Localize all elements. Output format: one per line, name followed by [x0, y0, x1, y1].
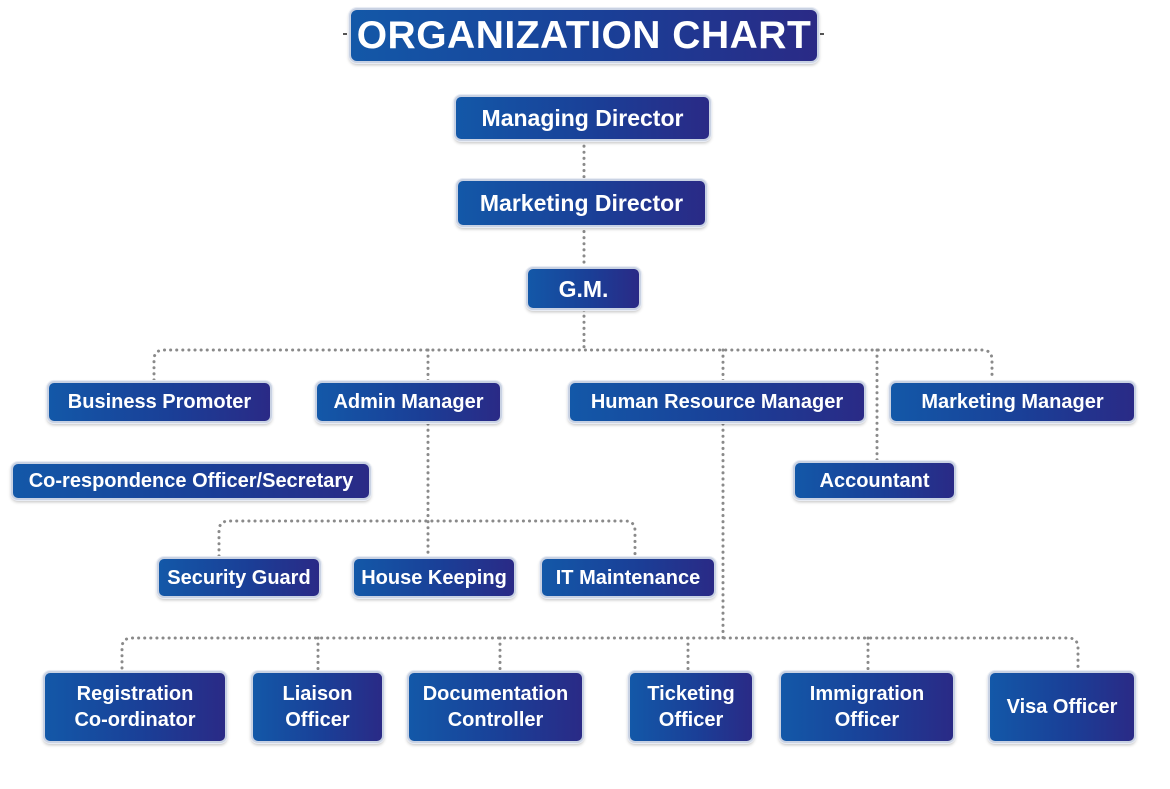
title-tick-right: [820, 33, 824, 35]
node-immigration-officer-line1: Immigration: [809, 683, 925, 705]
node-managing-director: Managing Director: [454, 95, 711, 141]
node-business-promoter: Business Promoter: [47, 381, 272, 423]
connector-hr-hub: [120, 636, 1080, 670]
chart-title: ORGANIZATION CHART: [349, 8, 819, 63]
title-tick-left: [343, 33, 347, 35]
node-marketing-manager: Marketing Manager: [889, 381, 1136, 423]
node-gm: G.M.: [526, 267, 641, 310]
node-immigration-officer: Immigration Officer: [779, 671, 955, 743]
node-house-keeping: House Keeping: [352, 557, 516, 598]
node-it-maintenance: IT Maintenance: [540, 557, 716, 598]
node-ticketing-officer: Ticketing Officer: [628, 671, 754, 743]
node-visa-officer: Visa Officer: [988, 671, 1136, 743]
node-documentation-controller-line2: Controller: [447, 709, 544, 731]
node-admin-manager: Admin Manager: [315, 381, 502, 423]
node-registration-coordinator: Registration Co-ordinator: [43, 671, 227, 743]
connector-admin-hub: [217, 519, 637, 558]
node-ticketing-officer-line2: Officer: [658, 709, 724, 731]
node-documentation-controller-line1: Documentation: [422, 683, 569, 705]
connector-level2-hub: [152, 348, 994, 382]
node-immigration-officer-line2: Officer: [834, 709, 900, 731]
node-accountant: Accountant: [793, 461, 956, 500]
node-liaison-officer-line2: Officer: [285, 709, 350, 731]
node-ticketing-officer-line1: Ticketing: [647, 683, 735, 705]
node-marketing-director: Marketing Director: [456, 179, 707, 227]
node-registration-coordinator-line2: Co-ordinator: [74, 709, 196, 731]
node-liaison-officer-line1: Liaison: [282, 683, 353, 705]
node-liaison-officer: Liaison Officer: [251, 671, 384, 743]
node-hr-manager: Human Resource Manager: [568, 381, 866, 423]
node-registration-coordinator-line1: Registration: [76, 683, 194, 705]
node-security-guard: Security Guard: [157, 557, 321, 598]
node-documentation-controller: Documentation Controller: [407, 671, 584, 743]
node-correspondence-officer: Co-respondence Officer/Secretary: [11, 462, 371, 500]
